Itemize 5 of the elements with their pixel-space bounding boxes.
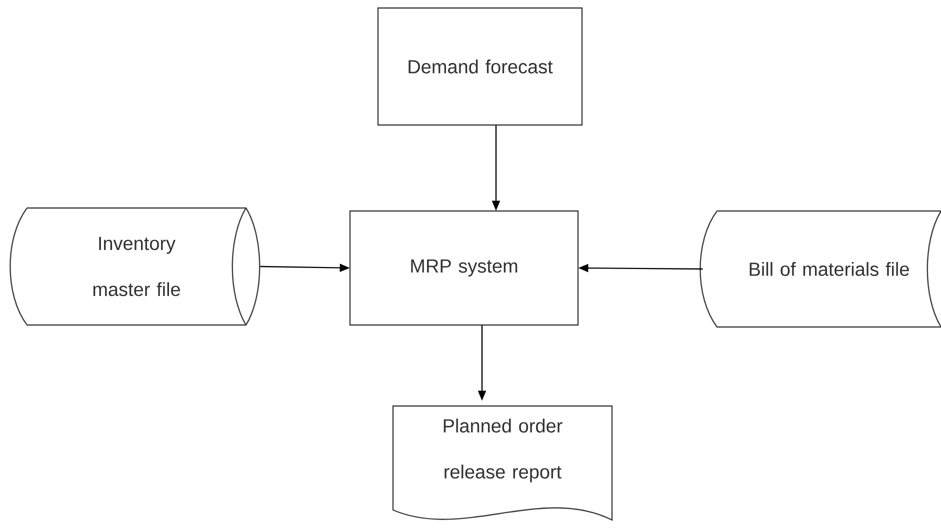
data-file-drum: Inventory master file [10, 207, 260, 326]
process-box: Demand forecast [377, 7, 583, 126]
process-box: MRP system [349, 210, 579, 326]
report-document: Planned order release report [392, 405, 613, 521]
data-file-drum: Bill of materials file [700, 210, 941, 328]
